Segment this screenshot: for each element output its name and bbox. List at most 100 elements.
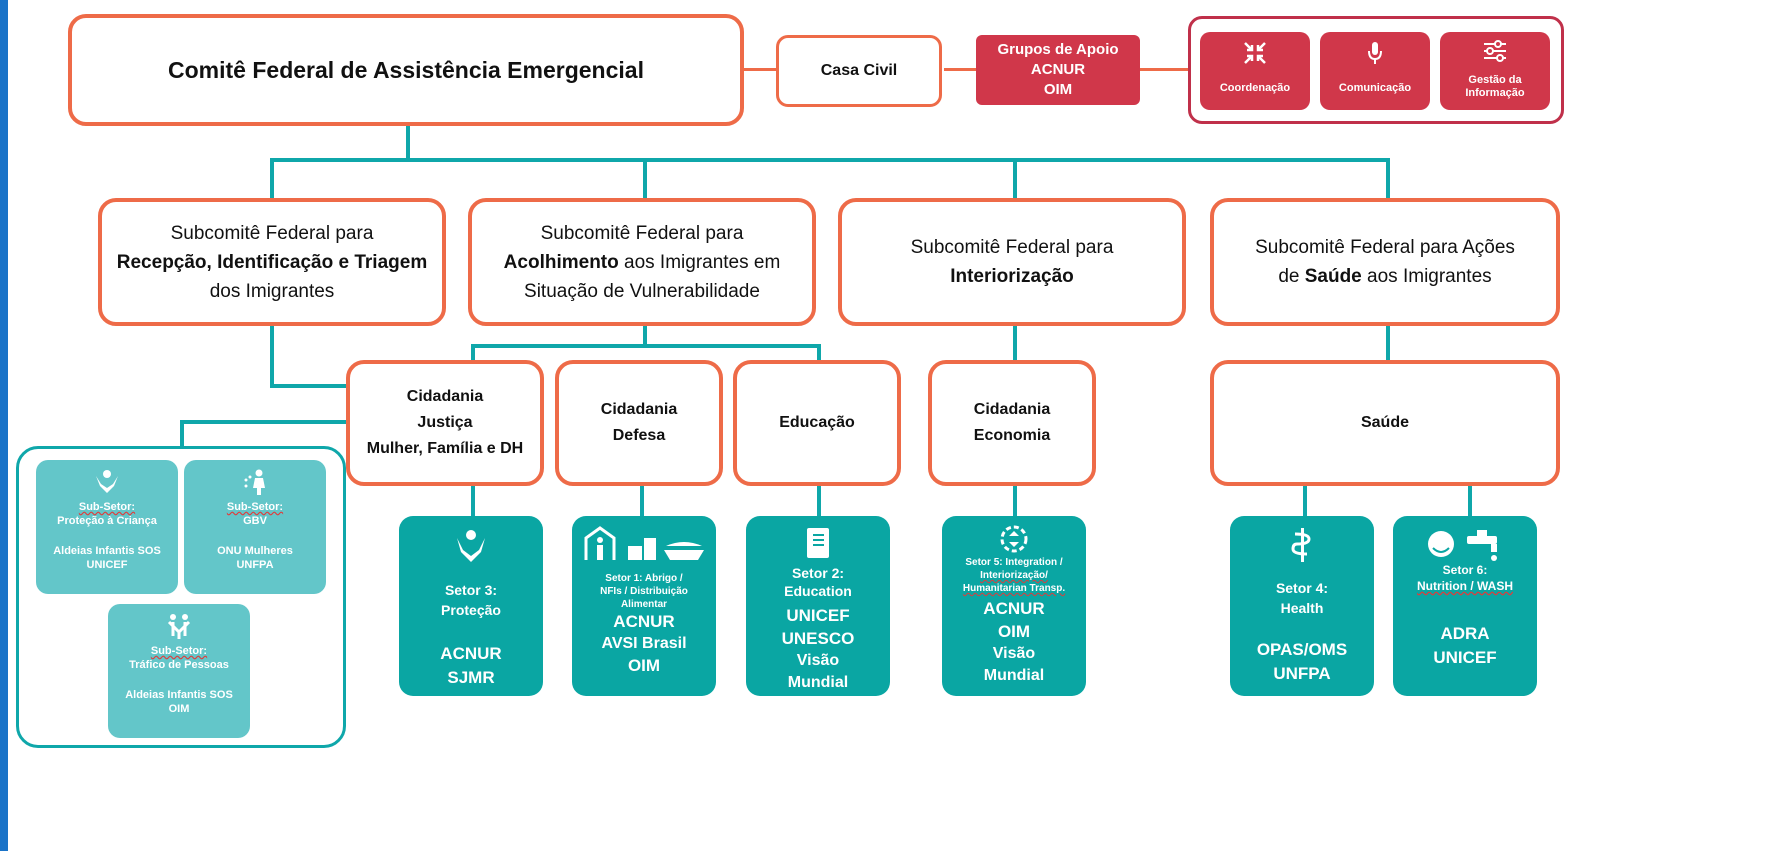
support-card-comunicacao: Comunicação [1320,32,1430,110]
subsector-title: Tráfico de Pessoas [129,659,229,671]
shelter-nfi-food-icon [584,526,704,560]
ministry-saude: Saúde [1210,360,1560,486]
connector [270,158,274,200]
trafficking-figures-icon [167,614,191,639]
ministry-defesa: Cidadania Defesa [555,360,723,486]
subsector-org: Aldeias Infantis SOS [125,689,233,701]
sector-title: Setor 2: [791,565,845,581]
subcommittee-line: Subcomitê Federal para [170,222,374,244]
grupos-title: Grupos de Apoio [997,41,1119,58]
connector [471,344,475,360]
ministry-line: Defesa [612,427,666,444]
sector-org: ACNUR [613,612,675,631]
sector-org: Mundial [983,667,1045,684]
subcommittee-recepcao: Subcomitê Federal para Recepção, Identif… [98,198,446,326]
support-card-label-1: Gestão da [1468,74,1522,86]
subsector-title: GBV [243,515,267,527]
subcommittee-line: Situação de Vulnerabilidade [524,280,760,302]
sector-title: Health [1280,600,1324,616]
sector-org: ADRA [1440,624,1490,643]
nutrition-water-icon [1428,530,1497,561]
sector-title: Humanitarian Transp. [962,583,1066,594]
subsector-title: Sub-Setor: [78,501,136,513]
connector [1303,484,1307,518]
sector-title: Interiorização/ [980,570,1048,581]
ministry-line: Cidadania [406,388,484,405]
committee-box: Comitê Federal de Assistência Emergencia… [68,14,744,126]
subcommittee-line: Subcomitê Federal para Ações [1255,237,1515,258]
microphone-icon [1368,42,1382,64]
subsector-org: ONU Mulheres [217,545,293,557]
subcommittee-rest: aos Imigrantes em [618,251,781,273]
sector-title: Setor 5: Integration / [965,557,1063,568]
connector [643,158,647,200]
connector [1468,484,1472,518]
sector-title: Setor 4: [1275,580,1329,596]
connector [1013,326,1017,360]
sliders-icon [1484,40,1506,62]
sector-org: Visão [796,652,840,669]
subsector-trafficking: Sub-Setor: Tráfico de Pessoas Aldeias In… [108,604,250,738]
subcommittee-line-mixed: de Saúde aos Imigrantes [1278,262,1491,291]
sector-3-card: Setor 3: Proteção ACNUR SJMR [399,516,543,696]
sector-org: UNICEF [786,606,850,625]
ministry-line: Economia [973,427,1051,444]
connector [1013,484,1017,518]
subcommittee-saude: Subcomitê Federal para Ações de Saúde ao… [1210,198,1560,326]
sector-1-card: Setor 1: Abrigo / NFIs / Distribuição Al… [572,516,716,696]
sector-org: OIM [627,656,661,675]
caduceus-icon [1291,528,1311,562]
grupos-apoio-box: Grupos de Apoio ACNUR OIM [976,35,1140,105]
sector-2-card: Setor 2: Education UNICEF UNESCO Visão M… [746,516,890,696]
protection-hands-icon [457,530,485,562]
sector-org: UNFPA [1273,664,1331,683]
connector [1140,68,1190,71]
connector [817,344,821,360]
sector-org: OIM [997,622,1031,641]
support-card-coordenacao: Coordenação [1200,32,1310,110]
ministry-line: Justiça [417,414,473,431]
casa-civil-box: Casa Civil [776,35,942,107]
ministry-line: Mulher, Família e DH [366,440,524,457]
subsector-org: UNFPA [236,559,274,571]
connector [270,324,274,386]
connector [944,68,978,71]
subcommittee-interiorizacao: Subcomitê Federal para Interiorização [838,198,1186,326]
subsector-gbv: Sub-Setor: GBV ONU Mulheres UNFPA [184,460,326,594]
connector [1013,158,1017,200]
sector-org: OPAS/OMS [1256,640,1348,659]
connector [471,344,821,348]
sector-title: Proteção [441,602,501,618]
connector [640,484,644,518]
child-protection-icon [96,470,118,493]
subcommittee-pre: de [1278,266,1305,287]
subcommittee-bold: Recepção, Identificação e Triagem [116,251,428,273]
sector-org: AVSI Brasil [601,635,687,652]
connector [817,484,821,518]
connector [743,68,781,71]
subcommittee-acolhimento: Subcomitê Federal para Acolhimento aos I… [468,198,816,326]
connector [471,484,475,518]
subcommittee-bold: Acolhimento [503,251,619,273]
ministry-educacao: Educação [733,360,901,486]
book-icon [807,528,829,558]
connector [643,326,647,346]
gbv-figure-icon [244,469,265,495]
subsector-title: Sub-Setor: [150,645,208,657]
subcommittee-bold: Interiorização [950,266,1074,287]
subcommittee-bold: Saúde [1304,266,1362,287]
connector [270,158,1390,162]
sector-title: Nutrition / WASH [1417,579,1513,593]
sector-org: ACNUR [983,599,1045,618]
grupos-line2: OIM [1043,81,1073,98]
sector-title: Alimentar [620,599,668,610]
sector-title: Setor 3: [444,582,498,598]
subsector-org: UNICEF [86,559,128,571]
ministry-line: Cidadania [600,401,678,418]
ministry-line: Cidadania [973,401,1051,418]
subcommittee-line: Subcomitê Federal para [910,237,1114,258]
sector-5-card: Setor 5: Integration / Interiorização/ H… [942,516,1086,696]
sector-org: UNICEF [1433,648,1497,667]
grupos-line1: ACNUR [1030,61,1086,78]
sector-title: Education [784,583,852,599]
